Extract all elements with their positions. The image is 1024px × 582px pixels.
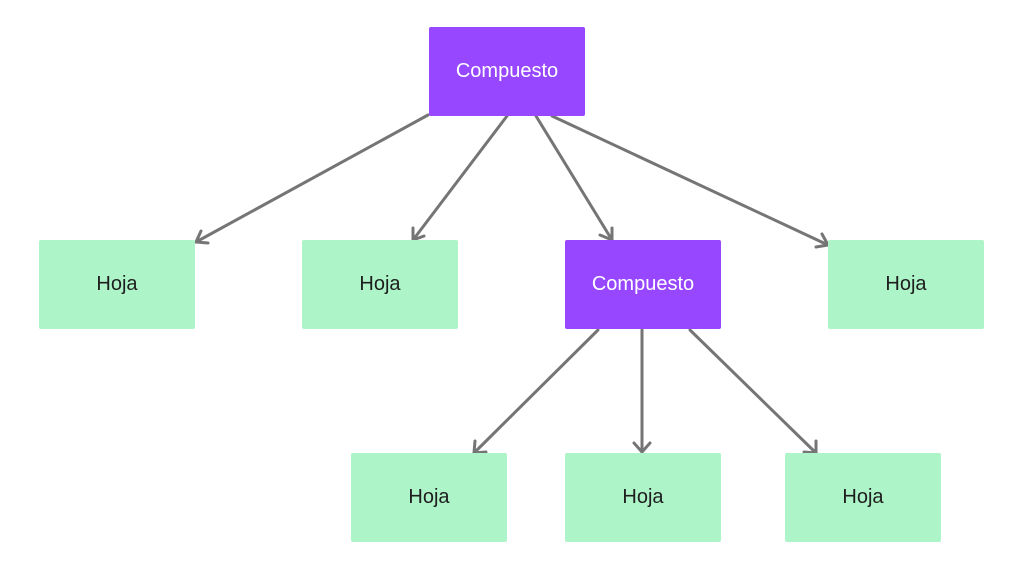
edge-root-to-composite2 [534,114,614,242]
node-label: Hoja [622,486,664,508]
composite-node-child: Compuesto [565,240,721,329]
node-label: Hoja [842,486,884,508]
leaf-node-1: Hoja [39,240,195,329]
edge-composite2-to-leaf5 [632,328,652,454]
node-label: Hoja [885,273,927,295]
edge-root-to-leaf2 [411,114,509,242]
leaf-node-6: Hoja [785,453,941,542]
edge-root-to-leaf3 [550,114,830,249]
leaf-node-3: Hoja [828,240,984,329]
leaf-node-2: Hoja [302,240,458,329]
node-label: Compuesto [591,273,695,295]
node-label: Hoja [408,486,450,508]
edge-composite2-to-leaf6 [688,328,818,455]
composite-node-root: Compuesto [429,27,585,116]
edge-composite2-to-leaf4 [472,328,600,455]
node-label: Hoja [359,273,401,295]
leaf-node-4: Hoja [351,453,507,542]
node-label: Compuesto [455,60,559,82]
leaf-node-5: Hoja [565,453,721,542]
edge-root-to-leaf1 [194,113,430,245]
node-label: Hoja [96,273,138,295]
